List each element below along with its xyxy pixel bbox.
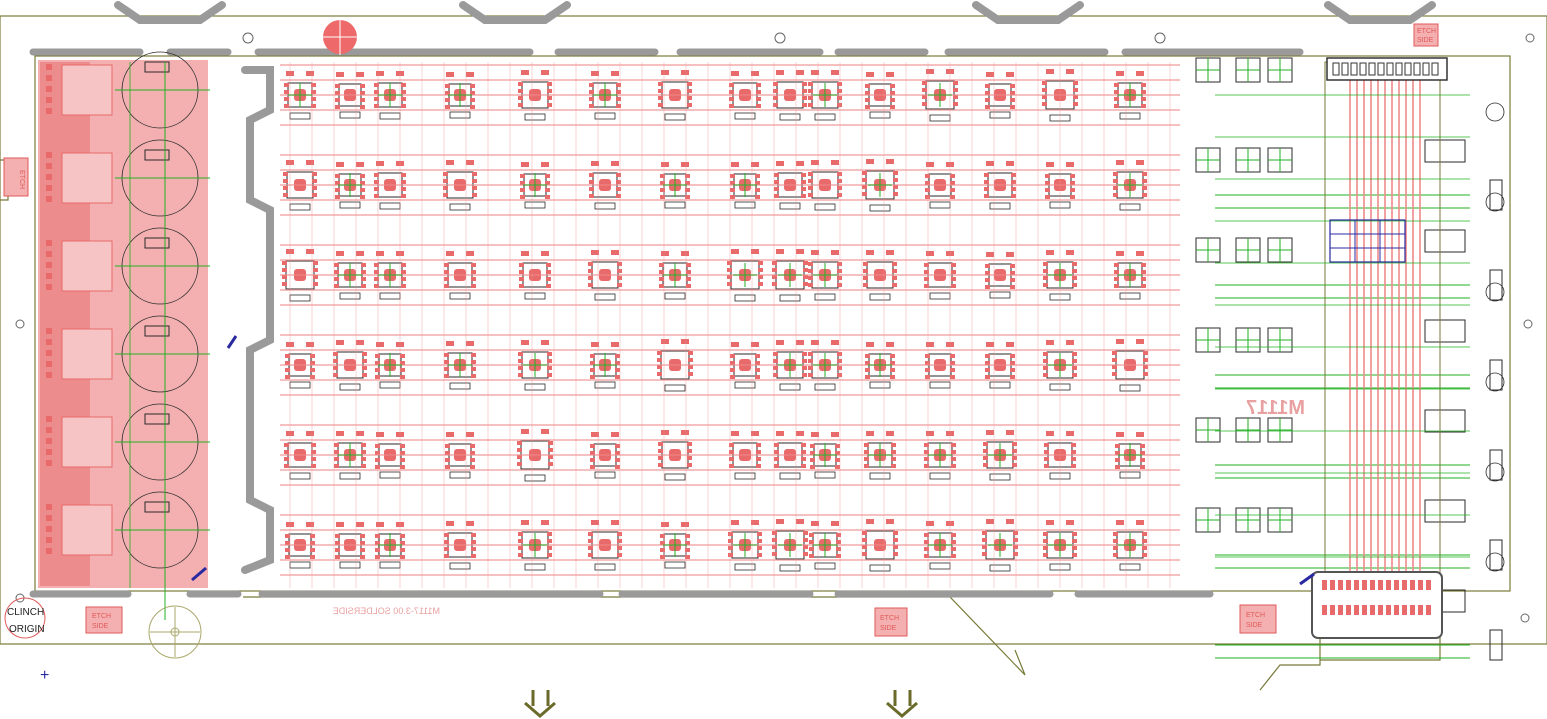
svg-text:SIDE: SIDE bbox=[1417, 37, 1434, 44]
etch-side-label: ETCH SIDE bbox=[1413, 23, 1439, 47]
crosshair-grid bbox=[115, 58, 1470, 659]
via-markers bbox=[191, 335, 1315, 586]
svg-text:ETCH: ETCH bbox=[1417, 28, 1436, 35]
ribbon-bus bbox=[1215, 61, 1470, 583]
etch-side-label: ETCH SIDE bbox=[85, 606, 123, 634]
clinch-origin-label: CLINCH ORIGIN bbox=[4, 597, 46, 639]
svg-text:ETCH: ETCH bbox=[880, 615, 899, 622]
plus-icon: + bbox=[40, 667, 49, 684]
header-connector-top bbox=[1326, 57, 1448, 81]
svg-text:CLINCH: CLINCH bbox=[7, 607, 44, 618]
etch-side-label: ETCH SIDE bbox=[874, 607, 908, 637]
solderside-label: M1117-3.00 SOLDERSIDE bbox=[333, 606, 440, 616]
svg-text:ETCH: ETCH bbox=[92, 613, 111, 620]
svg-text:SIDE: SIDE bbox=[1246, 622, 1263, 629]
svg-text:SIDE: SIDE bbox=[92, 623, 109, 630]
double-down-arrow-icon bbox=[886, 690, 918, 718]
etch-side-label-vertical: ETCH bbox=[3, 157, 29, 197]
edge-connector-bottom bbox=[1311, 571, 1443, 639]
svg-text:ETCH: ETCH bbox=[18, 170, 25, 189]
trace-grid bbox=[280, 62, 1180, 588]
svg-text:ORIGIN: ORIGIN bbox=[9, 624, 45, 635]
component-grid bbox=[46, 51, 1505, 661]
mounting-circle bbox=[148, 605, 202, 659]
board-id-label: M1117 bbox=[1246, 397, 1305, 419]
keepout-channel bbox=[241, 66, 274, 574]
svg-text:ETCH: ETCH bbox=[1246, 612, 1265, 619]
double-down-arrow-icon bbox=[524, 690, 556, 718]
svg-text:SIDE: SIDE bbox=[880, 625, 897, 632]
top-tabs bbox=[114, 1, 1436, 24]
connector-block-left bbox=[38, 60, 208, 588]
etch-side-label: ETCH SIDE bbox=[1239, 604, 1277, 634]
